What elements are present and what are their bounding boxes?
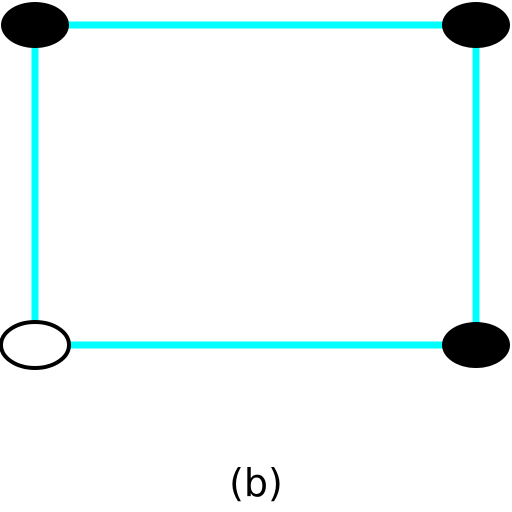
node-bottom-right-filled (442, 322, 510, 368)
node-top-right-filled (442, 2, 510, 48)
edges (31, 21, 480, 349)
figure-caption: (b) (229, 461, 283, 505)
node-top-left-filled (1, 2, 69, 48)
node-bottom-left-open (0, 320, 71, 370)
nodes (0, 2, 510, 370)
